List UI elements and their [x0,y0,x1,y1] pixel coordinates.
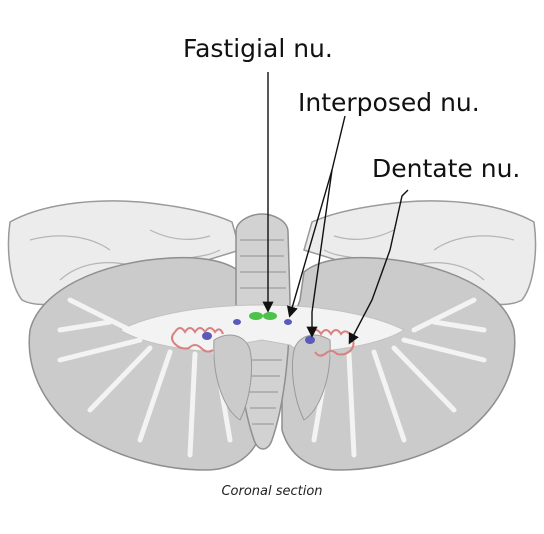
dentate-pointer [348,189,409,345]
interposed-nucleus-right-1 [284,319,292,325]
fastigial-nucleus-right [263,312,277,320]
dentate-nucleus-left [171,327,224,353]
interposed-nucleus-right-2 [305,336,315,344]
interposed-nucleus-left-2 [202,332,212,340]
dentate-nucleus-label: Dentate nu. [372,154,521,183]
cerebrum [7,200,537,306]
pointer-lines [262,72,409,345]
fastigial-nucleus-left [249,312,263,320]
figure-caption: Coronal section [221,484,323,499]
cerebellum [28,213,516,471]
deep-nuclei [171,312,355,357]
interposed-nucleus-left-1 [233,319,241,325]
interposed-nucleus-label: Interposed nu. [298,88,480,117]
interposed-pointer-right [306,169,333,338]
fastigial-nucleus-label: Fastigial nu. [183,34,333,63]
